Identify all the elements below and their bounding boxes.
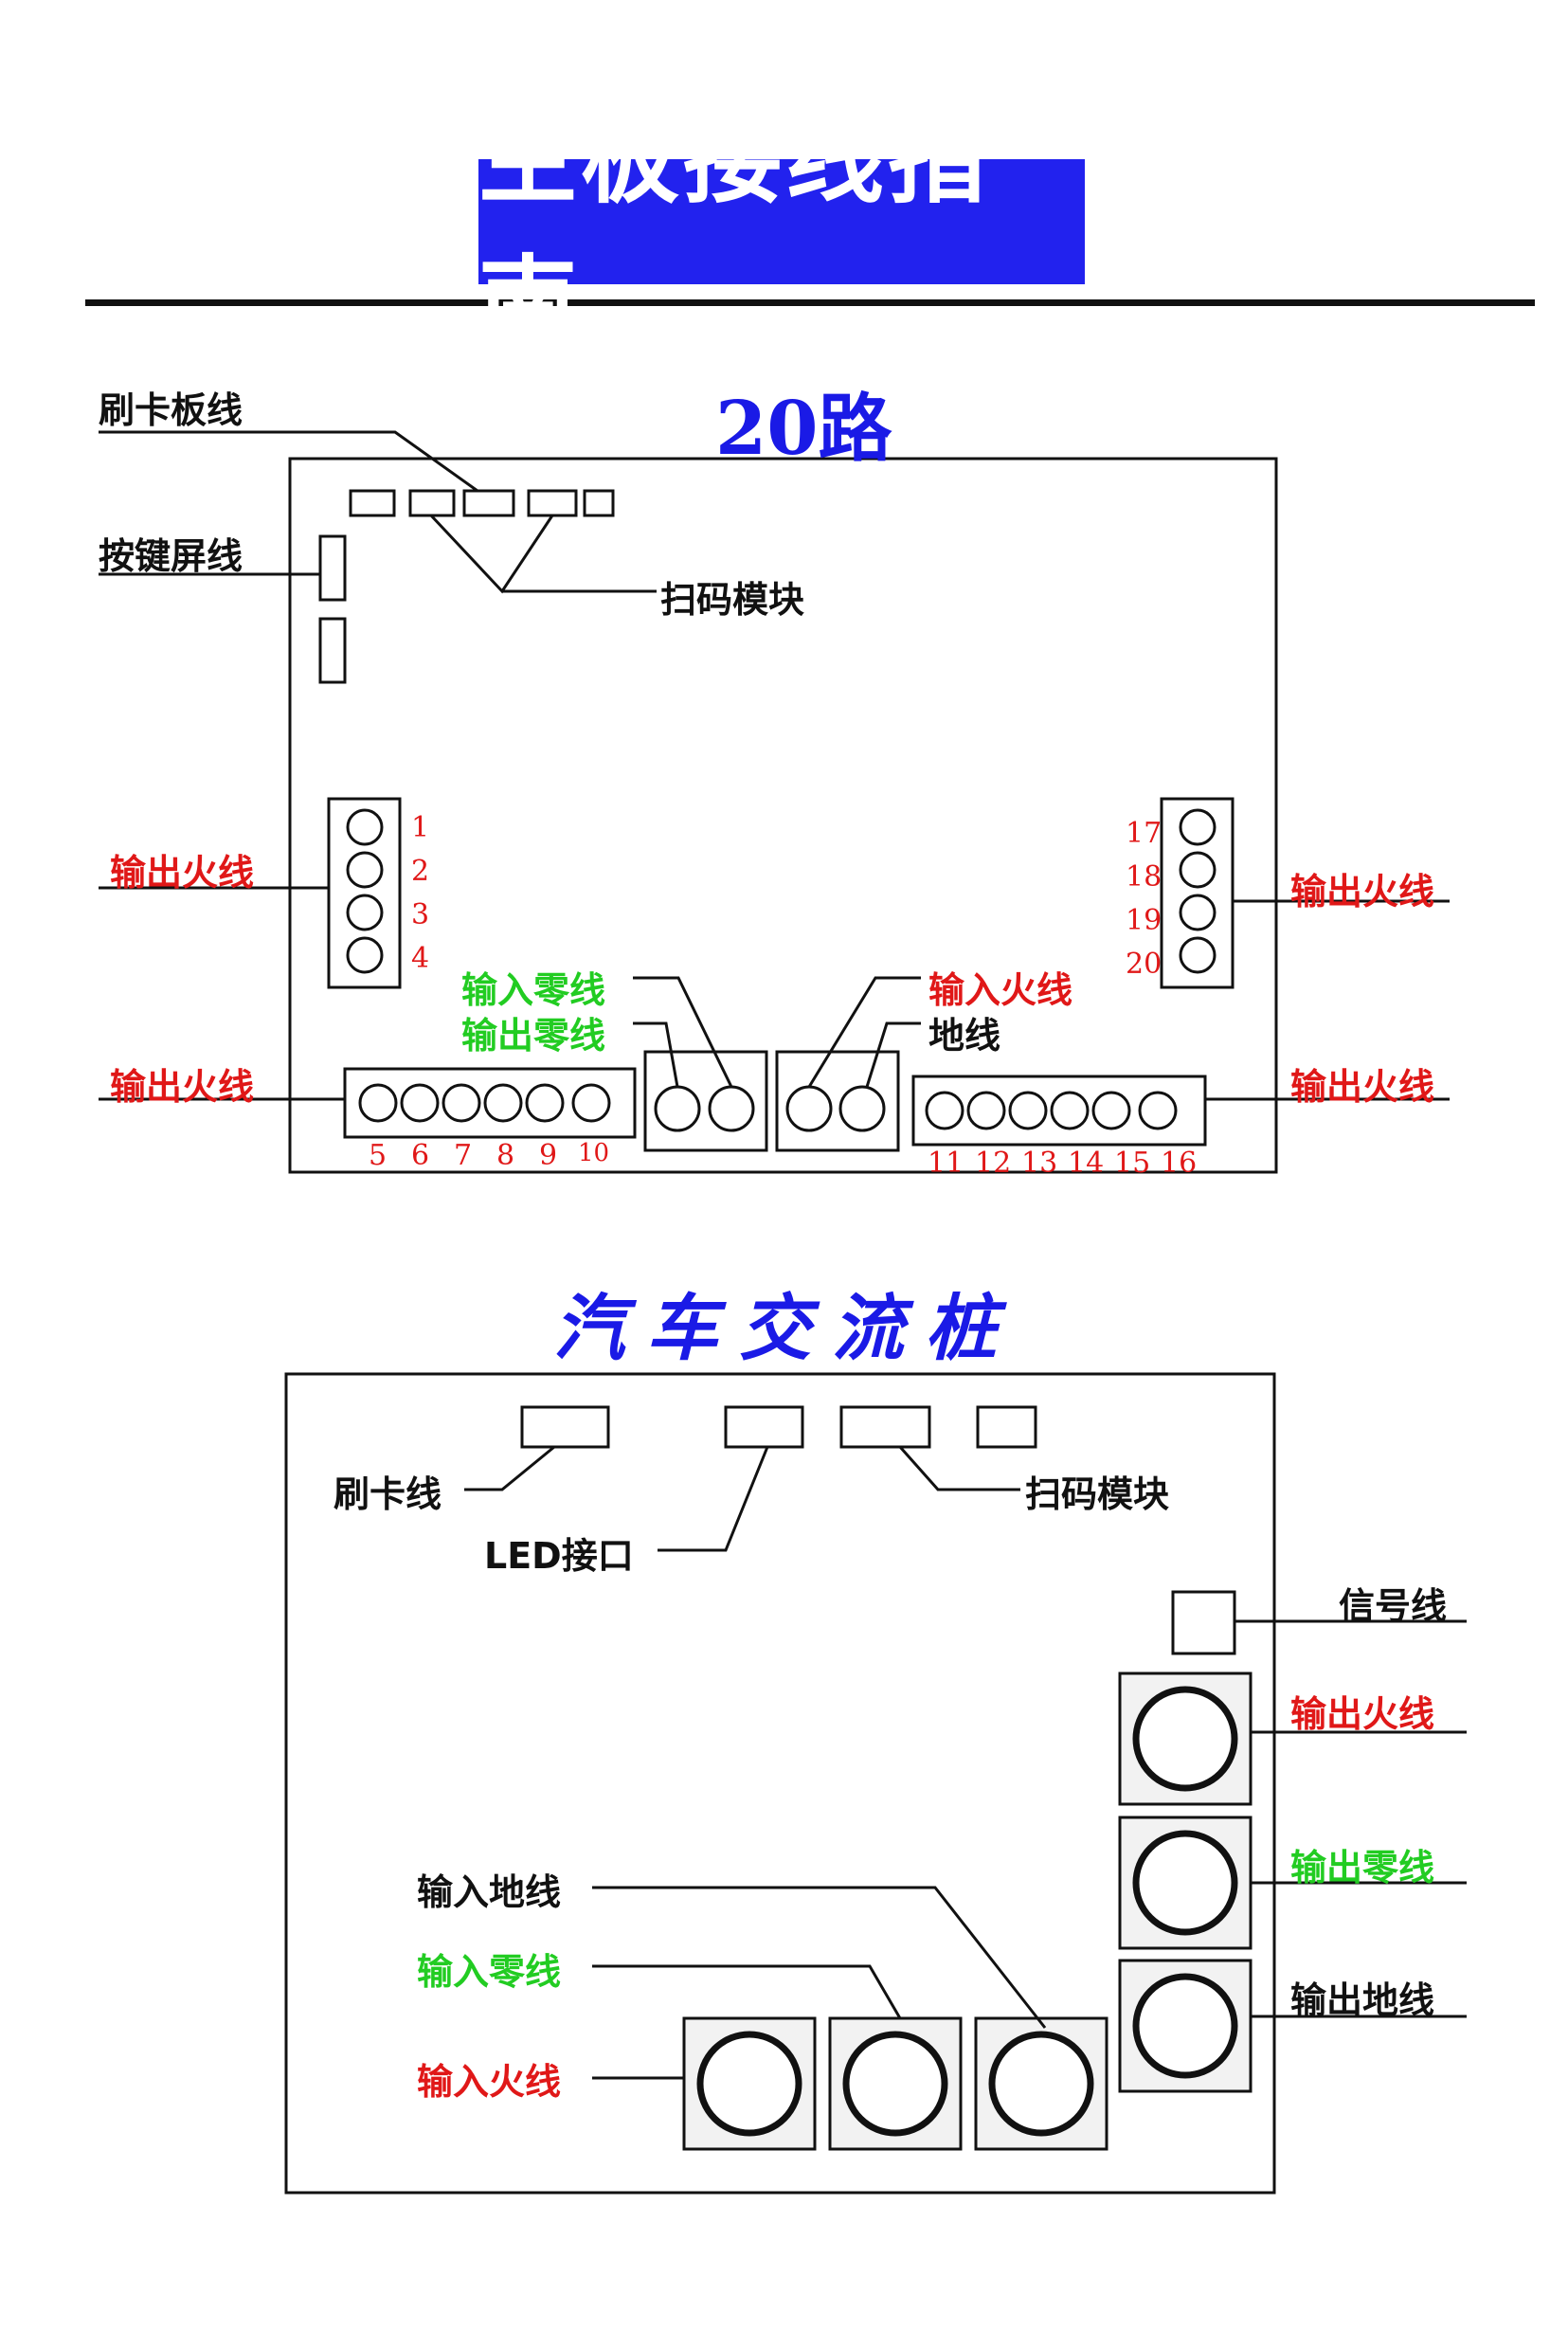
header-rule (85, 299, 1535, 306)
port-number: 5 (369, 1139, 387, 1172)
label-card-reader: 刷卡板线 (99, 389, 243, 431)
label-ground: 地线 (928, 1015, 1001, 1057)
port-number: 8 (496, 1139, 515, 1172)
port-number: 14 (1068, 1147, 1105, 1180)
board-ac-outline (284, 1372, 1276, 2195)
port-number: 17 (1126, 817, 1162, 850)
port-number: 13 (1021, 1147, 1058, 1180)
label-out-live-right-top: 输出火线 (1290, 871, 1435, 912)
board-ac-output-terminals (1118, 1671, 1253, 2093)
board-20-live-ground-leaders (807, 976, 921, 1088)
board-20-neutral-block (643, 1050, 768, 1152)
board-20-neutral-leaders (633, 976, 733, 1088)
port-number: 16 (1161, 1147, 1198, 1180)
label-out-live-right-bottom: 输出火线 (1290, 1066, 1435, 1108)
main-title: 主板接线指南 (478, 101, 991, 360)
port-number: 4 (411, 942, 430, 975)
port-number: 7 (454, 1139, 473, 1172)
board-20-bottom-right-ports (925, 1091, 1178, 1130)
port-number: 20 (1126, 948, 1162, 981)
board-20-right-port-block (1160, 797, 1235, 989)
board-20-left-port-block (327, 797, 402, 989)
board-20-bottom-left-ports (358, 1083, 611, 1123)
board-20-bottom-left-block (343, 1067, 637, 1139)
label-scan-module: 扫码模块 (660, 579, 805, 621)
label-out-live: 输出火线 (1290, 1693, 1435, 1735)
port-number: 3 (411, 898, 430, 931)
port-number: 9 (539, 1139, 558, 1172)
label-out-live-left-bottom: 输出火线 (110, 1066, 255, 1108)
board-ac-input-leaders (592, 1886, 1047, 2080)
port-number: 11 (928, 1147, 964, 1180)
main-title-banner: 主板接线指南 (478, 101, 1085, 360)
board-ac-top-connectors (520, 1405, 1037, 1449)
board-20-top-connectors (318, 489, 615, 684)
section-ac-title: 汽车交流桩 (553, 1286, 1018, 1370)
board-20-right-ports (1179, 808, 1217, 974)
label-scan-module: 扫码模块 (1025, 1473, 1170, 1515)
board-20-top-leaders (99, 430, 657, 594)
label-led-port: LED接口 (484, 1535, 634, 1577)
port-number: 2 (411, 855, 430, 888)
port-number: 15 (1114, 1147, 1151, 1180)
label-card-line: 刷卡线 (333, 1473, 442, 1515)
port-number: 12 (975, 1147, 1012, 1180)
label-out-neutral: 输出零线 (1290, 1847, 1435, 1888)
board-ac-top-leaders (464, 1445, 1020, 1552)
board-20-outline (288, 457, 1278, 1174)
label-in-neutral: 输入零线 (417, 1951, 562, 1993)
port-number: 10 (578, 1139, 610, 1167)
label-in-live: 输入火线 (928, 969, 1073, 1011)
board-20-bottom-right-block (911, 1075, 1207, 1147)
port-number: 19 (1126, 904, 1162, 937)
label-out-live-left-top: 输出火线 (110, 852, 255, 894)
label-in-ground: 输入地线 (417, 1871, 562, 1913)
port-number: 18 (1126, 860, 1162, 894)
section-20-title: 20路 (715, 386, 892, 472)
label-signal: 信号线 (1339, 1585, 1448, 1627)
board-20-live-ground-block (775, 1050, 900, 1152)
board-ac-signal-connector (1171, 1590, 1236, 1655)
label-in-neutral: 输入零线 (461, 969, 606, 1011)
board-ac-input-terminals (682, 2016, 1108, 2151)
label-out-ground: 输出地线 (1290, 1979, 1435, 2021)
label-keypad: 按键屏线 (99, 535, 243, 577)
label-in-live: 输入火线 (417, 2061, 562, 2103)
board-20-left-ports (346, 808, 384, 974)
port-number: 1 (411, 811, 430, 844)
port-number: 6 (411, 1139, 430, 1172)
label-out-neutral: 输出零线 (461, 1015, 606, 1057)
